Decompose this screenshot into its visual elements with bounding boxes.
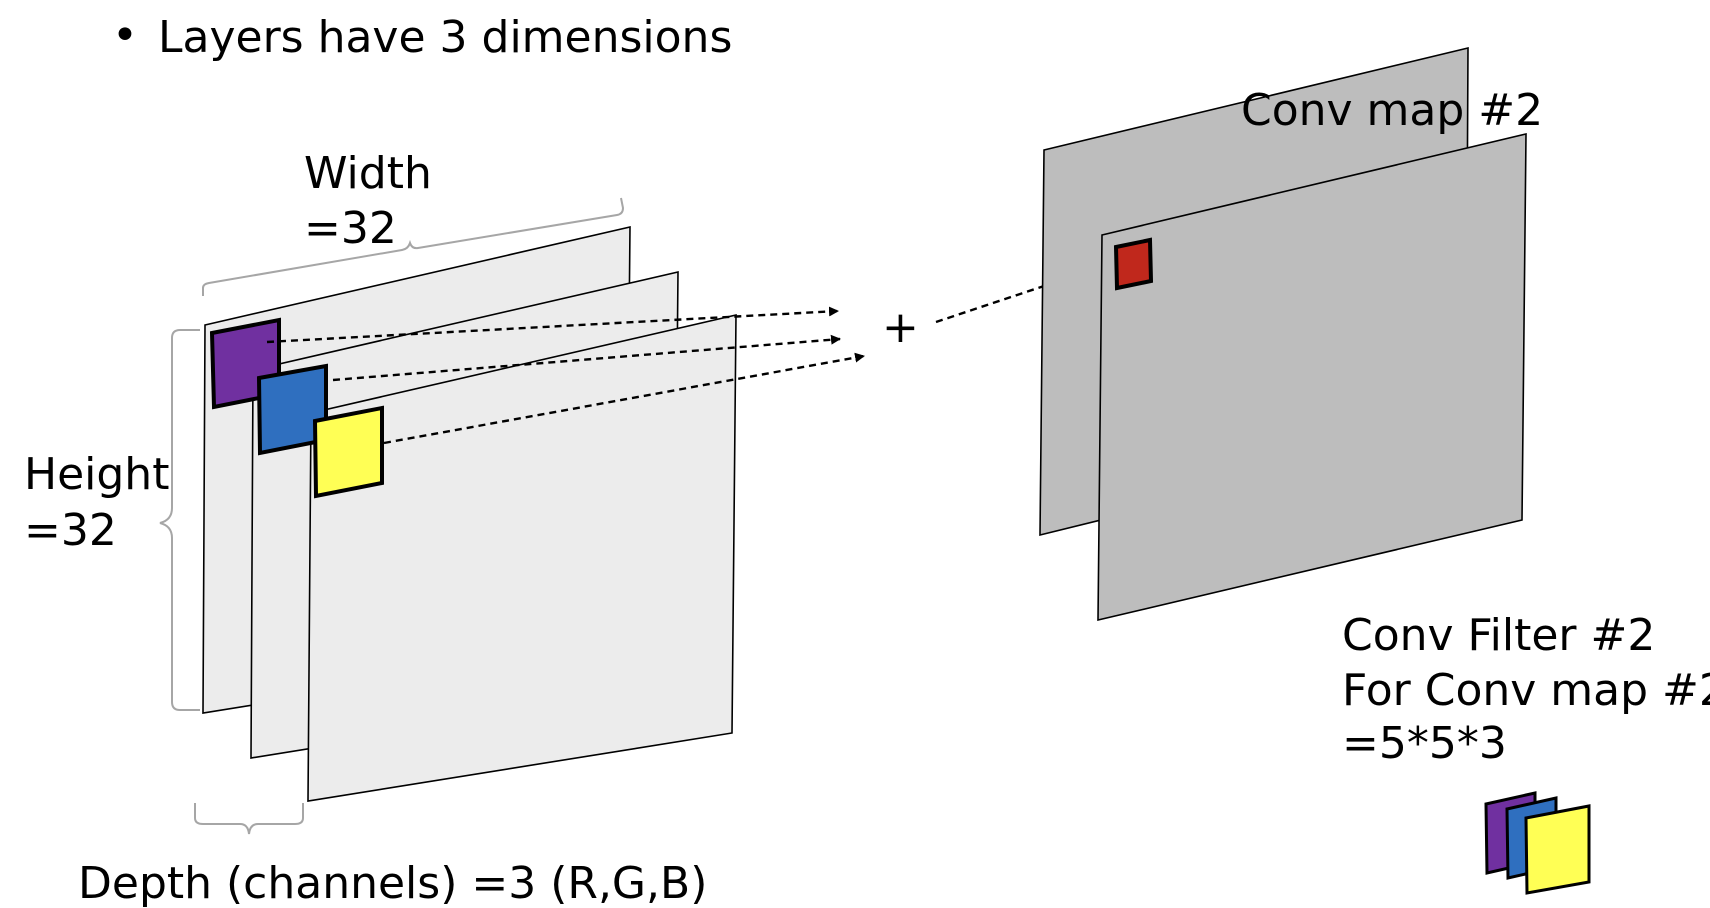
sum-plus-sign: +: [882, 302, 919, 353]
height-value: =32: [24, 505, 117, 556]
bullet-marker: •: [112, 10, 138, 61]
input-channel-plane-b: [307, 313, 737, 802]
height-label: Height: [24, 449, 169, 500]
depth-brace: [194, 803, 304, 835]
arrow-sum-to-conv-map: [935, 266, 1099, 324]
arrow-blue-to-sum: [332, 334, 841, 382]
height-brace: [159, 329, 200, 711]
filter-label-line-3: =5*5*3: [1342, 718, 1507, 769]
filter-stack-icon: [1484, 791, 1591, 895]
filter-label-line-1: Conv Filter #2: [1342, 610, 1655, 661]
conv-map-2-plane: [1097, 132, 1527, 622]
width-label: Width: [304, 148, 432, 199]
conv-map-label: Conv map #2: [1241, 85, 1543, 136]
width-brace: [202, 197, 625, 296]
bullet-text: Layers have 3 dimensions: [158, 12, 732, 63]
filter-patch-yellow: [312, 405, 384, 499]
conv-map-output-cell: [1113, 237, 1154, 291]
filter-icon-yellow: [1524, 804, 1591, 895]
width-value: =32: [304, 203, 397, 254]
arrow-yellow-to-sum: [383, 352, 865, 445]
depth-label: Depth (channels) =3 (R,G,B): [78, 858, 707, 908]
filter-label-line-2: For Conv map #2: [1342, 665, 1710, 716]
